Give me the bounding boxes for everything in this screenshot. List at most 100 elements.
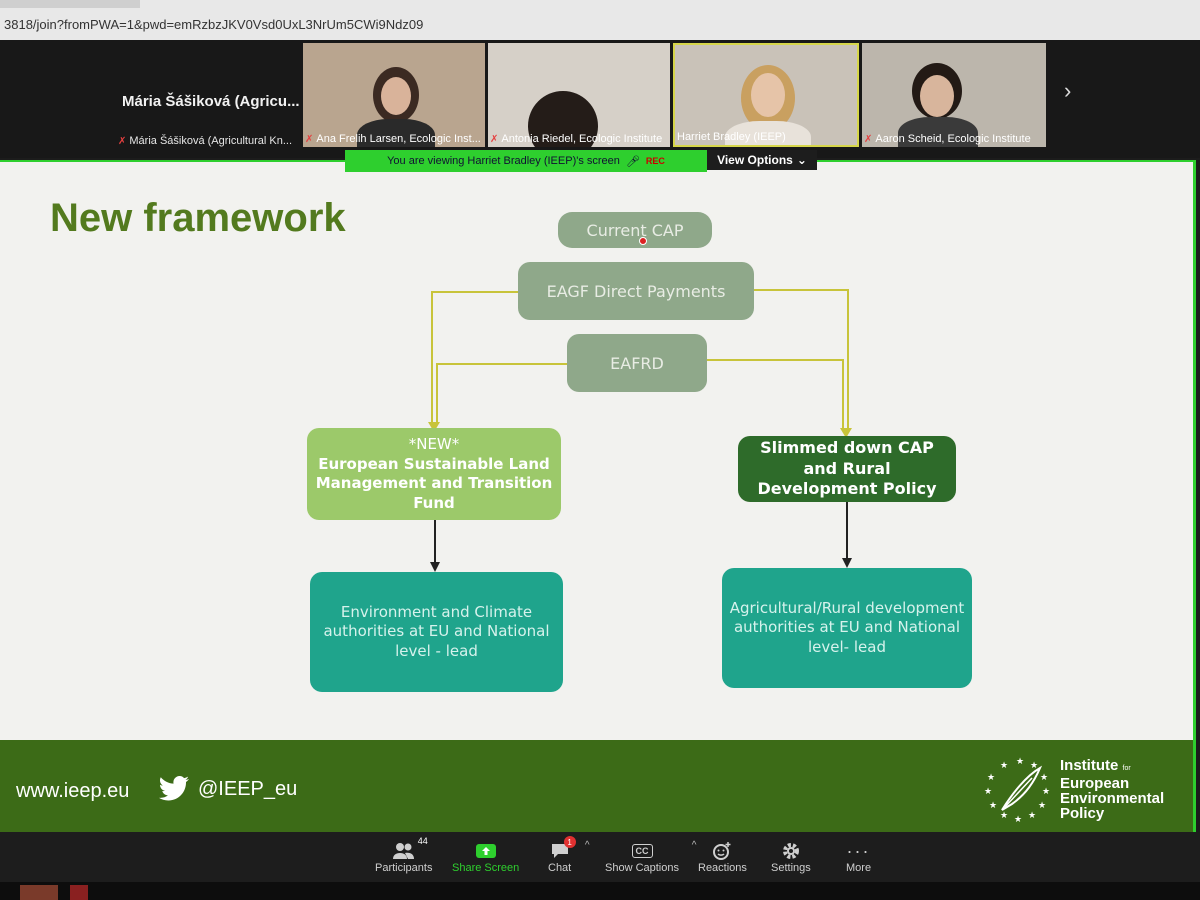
ieep-logo-text: Institute for European Environmental Pol…: [1060, 758, 1164, 821]
svg-text:★: ★: [1040, 773, 1048, 783]
eagf-box: EAGF Direct Payments: [518, 262, 754, 320]
eu-stars-feather-icon: ★ ★ ★ ★ ★ ★ ★ ★ ★ ★ ★ ★: [984, 757, 1050, 824]
arrowhead-agri: [842, 558, 852, 568]
captions-icon-text: CC: [631, 844, 653, 858]
arrowhead-left: [428, 422, 440, 432]
logo-for: for: [1122, 764, 1131, 772]
svg-text:★: ★: [987, 773, 995, 783]
chat-label: Chat: [548, 862, 572, 874]
participant-body: [898, 117, 978, 147]
chevron-down-icon: ⌄: [796, 153, 807, 167]
meeting-toolbar: 44 Participants Share Screen 1 ^ Chat CC…: [0, 832, 1200, 882]
logo-line: Institute: [1060, 756, 1119, 774]
browser-url-bar[interactable]: 3818/join?fromPWA=1&pwd=emRzbzJKV0Vsd0Ux…: [0, 0, 1200, 44]
share-screen-button[interactable]: Share Screen: [452, 840, 519, 874]
twitter-handle-text: @IEEP_eu: [198, 777, 298, 800]
arrowhead-env: [430, 562, 440, 572]
participants-count: 44: [417, 836, 428, 846]
connector-eafrd-left: [436, 363, 570, 424]
mic-icon: 🎤︎: [625, 155, 640, 168]
chat-unread-badge: 1: [563, 836, 576, 848]
mic-muted-icon: ✗: [490, 133, 499, 145]
participants-button[interactable]: 44 Participants: [375, 836, 433, 874]
more-label: More: [846, 862, 872, 874]
shared-slide: New framework Current CAP EAGF Direct Pa…: [0, 160, 1196, 832]
settings-button[interactable]: Settings: [771, 840, 811, 874]
logo-line: Policy: [1060, 804, 1105, 822]
chevron-up-icon[interactable]: ^: [691, 840, 697, 851]
chat-icon: 1 ^: [550, 836, 590, 862]
participant-body: [357, 119, 435, 147]
participant-head: [528, 91, 598, 147]
tile-caption: ✗Antonia Riedel, Ecologic Institute: [490, 133, 662, 145]
eafrd-box: EAFRD: [567, 334, 707, 392]
show-captions-button[interactable]: CC ^ Show Captions: [605, 840, 697, 874]
active-speaker-label: ✗ Mária Šášiková (Agricultural Kn...: [118, 135, 292, 147]
gear-icon: [781, 840, 801, 862]
tile-caption: ✗Ana Frelih Larsen, Ecologic Inst...: [305, 133, 481, 145]
connector-eafrd-right: [705, 359, 844, 430]
os-taskbar: [0, 882, 1200, 900]
tile-caption: Harriet Bradley (IEEP): [677, 131, 786, 143]
taskbar-app-icon[interactable]: [20, 885, 58, 900]
connector-eagf-right: [752, 289, 849, 430]
share-screen-label: Share Screen: [452, 862, 520, 874]
video-tile-ana[interactable]: ✗Ana Frelih Larsen, Ecologic Inst...: [303, 43, 485, 147]
chevron-up-icon[interactable]: ^: [584, 840, 590, 851]
flow-connectors: [428, 289, 852, 572]
twitter-bird-icon: [158, 776, 189, 801]
logo-line: Environmental: [1060, 789, 1165, 807]
chevron-right-icon[interactable]: ›: [1064, 78, 1072, 103]
url-text[interactable]: 3818/join?fromPWA=1&pwd=emRzbzJKV0Vsd0Ux…: [4, 17, 424, 32]
taskbar-app-icon[interactable]: [70, 885, 88, 900]
pointer-cursor-icon: [639, 237, 647, 245]
mic-muted-icon: ✗: [118, 135, 127, 147]
svg-text:★: ★: [1038, 801, 1046, 811]
agri-authorities-box: Agricultural/Rural development authoriti…: [722, 568, 972, 688]
mic-muted-icon: ✗: [305, 133, 314, 145]
new-tag: *NEW*: [408, 435, 460, 453]
settings-label: Settings: [771, 862, 811, 874]
more-dots-icon: ···: [846, 841, 871, 861]
svg-text:★: ★: [984, 787, 992, 797]
new-fund-box: *NEW* European Sustainable Land Manageme…: [307, 428, 561, 520]
active-speaker-name: Mária Šášiková (Agricu...: [122, 93, 300, 110]
svg-text:★: ★: [1030, 761, 1038, 771]
tile-name: Harriet Bradley (IEEP): [677, 131, 786, 143]
captions-icon: CC ^: [631, 840, 697, 862]
svg-text:★: ★: [1000, 761, 1008, 771]
rec-indicator: REC: [645, 156, 665, 166]
tile-name: Ana Frelih Larsen, Ecologic Inst...: [316, 133, 481, 145]
participants-label: Participants: [375, 862, 433, 874]
show-captions-label: Show Captions: [605, 862, 679, 874]
browser-tab-strip: [0, 0, 140, 8]
new-fund-text: European Sustainable Land Management and…: [315, 454, 553, 512]
more-button[interactable]: ··· More: [846, 840, 871, 874]
participants-icon: 44: [392, 836, 428, 862]
svg-text:★: ★: [1014, 815, 1022, 824]
view-options-label: View Options: [717, 153, 793, 167]
viewing-screen-text: You are viewing Harriet Bradley (IEEP)'s…: [387, 155, 620, 167]
svg-text:★: ★: [1028, 811, 1036, 821]
video-tile-aaron[interactable]: ✗Aaron Scheid, Ecologic Institute: [862, 43, 1046, 147]
video-tile-antonia[interactable]: ✗Antonia Riedel, Ecologic Institute: [488, 43, 670, 147]
twitter-handle: @IEEP_eu: [158, 776, 297, 802]
svg-text:★: ★: [989, 801, 997, 811]
video-tile-harriet[interactable]: Harriet Bradley (IEEP): [673, 43, 859, 147]
slide-title: New framework: [50, 196, 346, 240]
tile-name: Aaron Scheid, Ecologic Institute: [875, 133, 1031, 145]
active-speaker-subtitle: Mária Šášiková (Agricultural Kn...: [129, 135, 293, 147]
tile-name: Antonia Riedel, Ecologic Institute: [501, 133, 663, 145]
view-options-button[interactable]: View Options ⌄: [707, 150, 817, 170]
chat-button[interactable]: 1 ^ Chat: [548, 836, 590, 874]
reactions-icon: [712, 840, 732, 862]
ieep-logo: ★ ★ ★ ★ ★ ★ ★ ★ ★ ★ ★ ★ Institute for: [982, 754, 1164, 824]
arrowhead-right: [840, 428, 852, 438]
env-authorities-box: Environment and Climate authorities at E…: [310, 572, 563, 692]
reactions-button[interactable]: Reactions: [698, 840, 747, 874]
website-link: www.ieep.eu: [16, 780, 130, 802]
viewing-screen-banner: You are viewing Harriet Bradley (IEEP)'s…: [345, 150, 707, 172]
participant-face: [920, 75, 954, 117]
logo-line: European: [1060, 774, 1130, 792]
current-cap-box: Current CAP: [558, 212, 712, 248]
